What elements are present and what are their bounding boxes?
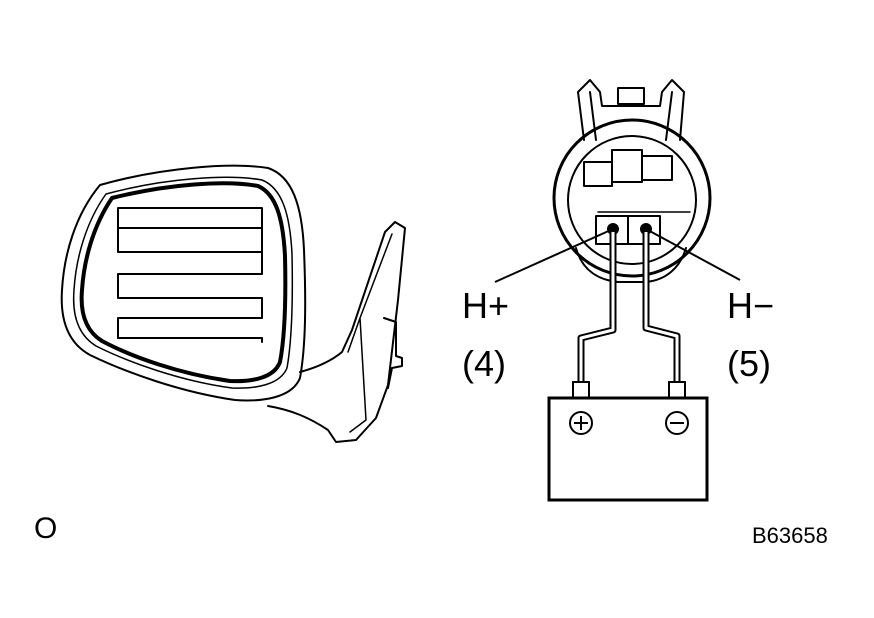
battery [547,381,709,502]
minus-icon [665,411,689,435]
connector-lock-tabs [577,79,685,141]
leader-line-h-positive [494,228,614,283]
corner-mark: O [34,512,57,545]
label-h-negative: H− [727,285,774,326]
test-leads [577,232,681,382]
leader-line-h-negative [645,228,741,281]
label-pin-5: (5) [727,343,771,384]
mirror-arm [267,221,406,443]
label-pin-4: (4) [462,343,506,384]
connector-body-inner [567,135,697,265]
battery-terminal-positive [572,381,590,399]
heater-element-pattern [117,207,263,339]
connector-upper-cavities [583,149,673,187]
mirror-housing-outline [60,164,307,402]
label-h-positive: H+ [462,285,509,326]
test-lead-positive-core [579,232,615,382]
mirror-glass-edge [79,181,288,384]
heater-element-ends [117,337,263,343]
connector-lower-cavities [595,215,661,245]
test-lead-negative-core [644,232,679,382]
battery-case [547,396,709,502]
connector-latch [617,87,645,105]
mirror-base-plate [383,317,403,389]
mirror-arm-inner [347,233,393,433]
battery-terminal-negative [668,381,686,399]
leader-lines [494,228,741,283]
outside-mirror [60,164,406,443]
connector-body-outer [552,118,712,278]
plus-icon [569,411,593,435]
mirror-glass-inner-contour [72,176,294,389]
test-lead-negative [642,232,681,382]
connector-wire-harness [575,247,687,283]
figure-code: B63658 [752,523,828,548]
connector [552,79,712,283]
